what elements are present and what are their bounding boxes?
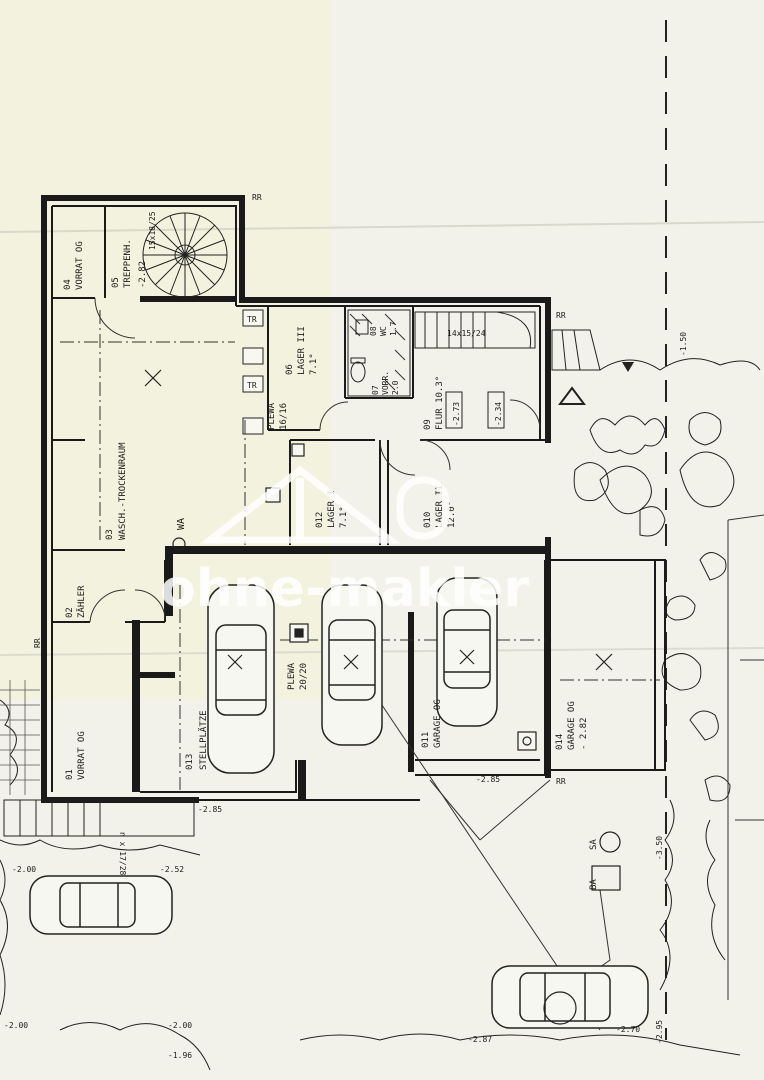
level-200-c: -2.00 xyxy=(4,1021,28,1030)
level-196: -1.96 xyxy=(168,1051,192,1060)
room-09-number: 09 xyxy=(423,419,433,430)
room-010-name: LAGER II xyxy=(435,485,445,528)
level-200-b: -2.00 xyxy=(168,1021,192,1030)
level-287: -2.87 xyxy=(468,1035,492,1044)
room-01-number: 01 xyxy=(65,769,75,780)
garage-walls xyxy=(140,559,666,801)
room-014-name: GARAGE OG xyxy=(567,701,577,750)
sa-label: SA xyxy=(589,839,599,850)
room-013-name: STELLPLÄTZE xyxy=(198,710,209,770)
room-04-name: VORRAT OG xyxy=(75,241,85,290)
room-08-name: WC xyxy=(379,326,388,336)
heavy-walls xyxy=(132,296,545,800)
watermark: ohne-makler xyxy=(160,465,530,619)
room-06-name: LAGER III xyxy=(297,326,307,375)
room-08-number: 08 xyxy=(369,326,378,336)
rr-label-3: RR xyxy=(33,638,42,648)
dryer-label-1: TR xyxy=(247,315,257,324)
wa-label: WA xyxy=(176,518,187,530)
room-03-number: 03 xyxy=(105,529,115,540)
car-5 xyxy=(491,965,649,1029)
car-3 xyxy=(436,577,498,727)
level-350: -3.50 xyxy=(655,836,664,860)
room-05-number: 05 xyxy=(111,277,121,288)
room-010-area: 12.0° xyxy=(447,501,457,528)
dryer-label-2: TR xyxy=(247,381,257,390)
dryer-units xyxy=(242,309,264,435)
vegetation xyxy=(0,358,761,1071)
door-swings xyxy=(89,297,541,623)
exterior-stair xyxy=(3,799,195,837)
room-02-name: ZÄHLER xyxy=(76,585,87,618)
room-08-area: 1.7 xyxy=(389,321,398,336)
room-02-number: 02 xyxy=(65,607,75,618)
warning-triangle xyxy=(558,386,586,405)
room-014-number: 014 xyxy=(555,734,565,750)
car-1 xyxy=(207,584,275,774)
level-252: -2.52 xyxy=(160,865,184,874)
light-fixtures xyxy=(144,369,613,671)
ba-label: BA xyxy=(589,879,599,890)
room-05-level: -2.82 xyxy=(138,261,148,288)
car-2 xyxy=(321,584,383,746)
room-07-area: 2.0 xyxy=(391,380,400,395)
level-295: -2.95 xyxy=(655,1020,664,1044)
room-07-number: 07 xyxy=(371,385,380,395)
watermark-chimney-icon xyxy=(296,478,304,538)
straight-stair xyxy=(414,311,536,349)
level-boxes xyxy=(445,391,505,429)
plewa-1-value: 16/16 xyxy=(279,403,289,430)
room-labels: 04 VORRAT OG 05 TREPPENH. -2.82 15x18/25… xyxy=(4,193,688,1060)
level-200-a: -2.00 xyxy=(12,865,36,874)
room-012-number: 012 xyxy=(315,512,325,528)
arrow-marker xyxy=(622,362,634,372)
plewa-2-value: 20/20 xyxy=(299,663,309,690)
room-01-name: VORRAT OG xyxy=(77,731,87,780)
room-06-number: 06 xyxy=(285,364,295,375)
room-06-area: 7.1° xyxy=(309,353,319,375)
level-285-a: -2.85 xyxy=(476,775,500,784)
room-010-number: 010 xyxy=(423,512,433,528)
room-03-name: WASCH.-TROCKENRAUM xyxy=(118,442,128,540)
watermark-roof-icon xyxy=(199,465,401,544)
level-150: -1.50 xyxy=(679,332,688,356)
level-234: -2.34 xyxy=(494,402,503,426)
room-04-number: 04 xyxy=(63,279,73,290)
axis-lines xyxy=(60,310,660,790)
cars xyxy=(29,577,649,1029)
room-014-level: - 2.82 xyxy=(579,717,589,750)
room-012-area: 7.1° xyxy=(339,506,349,528)
level-273: -2.73 xyxy=(452,402,461,426)
rr-label-1: RR xyxy=(252,193,262,202)
room-011-name: GARAGE OG xyxy=(433,699,443,748)
room-05-name: TREPPENH. xyxy=(123,239,133,288)
paper-fold-line xyxy=(0,221,764,233)
level-285-b: -2.85 xyxy=(198,805,222,814)
plewa-1-label: PLEWA xyxy=(267,402,277,430)
rr-label-2: RR xyxy=(556,311,566,320)
room-012-name: LAGER I xyxy=(327,490,337,528)
room-013-number: 013 xyxy=(185,754,195,770)
car-4 xyxy=(29,875,173,935)
room-011-number: 011 xyxy=(421,732,431,748)
wc-tiles xyxy=(347,309,411,397)
room-07-name: VORR. xyxy=(381,371,390,395)
stair-1-dims: 15x18/25 xyxy=(148,211,157,250)
paving-grid xyxy=(0,680,40,795)
hedge-lines xyxy=(727,514,764,1000)
watermark-text: ohne-makler xyxy=(160,559,530,619)
watermark-tree-icon xyxy=(396,476,450,540)
room-09-name: FLUR 10.3° xyxy=(435,376,445,430)
stair-3-dims: n x 17/28 xyxy=(118,832,127,876)
stair-2-dims: 14x15/24 xyxy=(447,329,486,338)
level-270: -2.70 xyxy=(616,1025,640,1034)
spiral-stair xyxy=(142,212,228,298)
rr-label-4: RR xyxy=(556,777,566,786)
plewa-2-label: PLEWA xyxy=(287,662,297,690)
